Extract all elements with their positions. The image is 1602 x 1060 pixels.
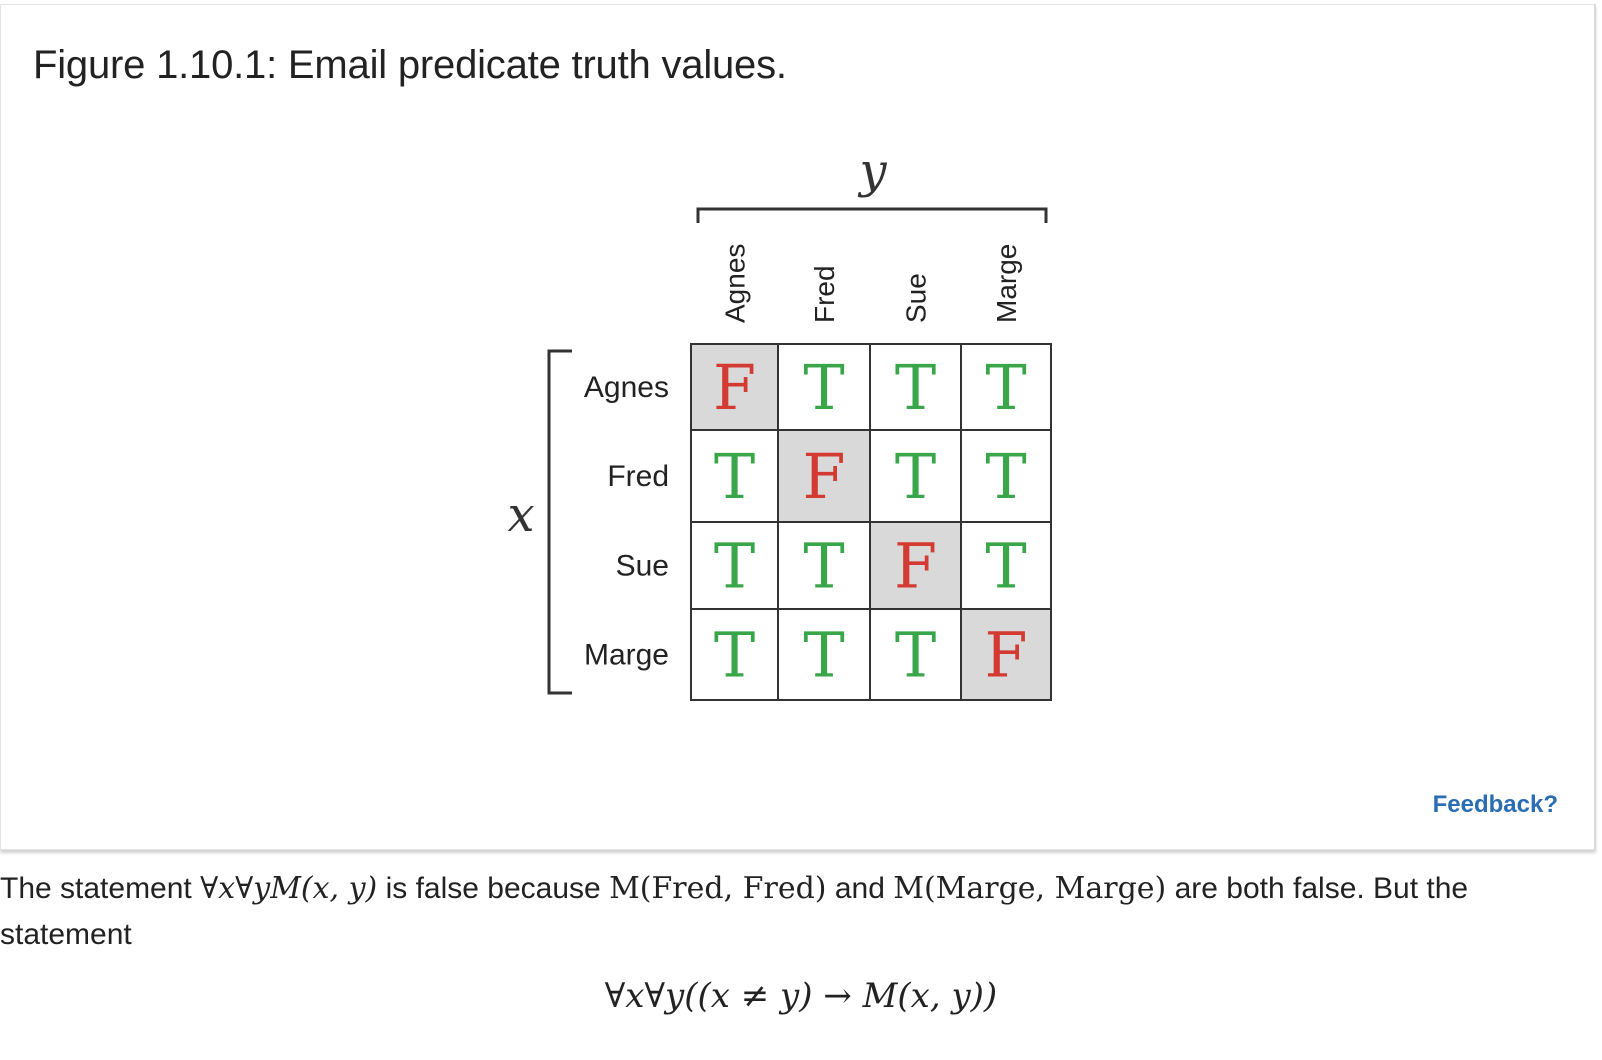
row-header-agnes: Agnes bbox=[584, 371, 669, 404]
truth-cell bbox=[690, 608, 779, 701]
text-run: The statement bbox=[0, 872, 201, 905]
truth-value-true: T bbox=[895, 619, 936, 692]
truth-cell bbox=[777, 521, 871, 610]
truth-cell bbox=[869, 608, 962, 701]
column-headers: Agnes Fred Sue Marge bbox=[720, 244, 1023, 323]
column-header-agnes: Agnes bbox=[720, 244, 751, 323]
row-header-fred: Fred bbox=[607, 460, 669, 493]
figure-card: Figure 1.10.1: Email predicate truth val… bbox=[0, 4, 1596, 850]
truth-value-true: T bbox=[714, 440, 755, 513]
column-header-fred: Fred bbox=[809, 265, 840, 323]
truth-value-false: F bbox=[984, 619, 1027, 692]
truth-cell bbox=[690, 521, 779, 610]
truth-cell bbox=[960, 608, 1052, 701]
math-marge-marge: M(Marge, Marge) bbox=[893, 871, 1167, 906]
text-run: are both false. But the statement bbox=[0, 872, 1469, 951]
x-axis-label: x bbox=[507, 487, 534, 543]
truth-value-true: T bbox=[803, 351, 844, 424]
truth-value-true: T bbox=[714, 619, 755, 692]
display-equation: ∀x∀y((x ≠ y) → M(x, y)) bbox=[604, 976, 998, 1016]
truth-value-true: T bbox=[803, 530, 844, 603]
truth-cell bbox=[777, 343, 871, 431]
truth-value-true: T bbox=[985, 530, 1026, 603]
truth-value-true: T bbox=[985, 440, 1026, 513]
math-fred-fred: M(Fred, Fred) bbox=[609, 871, 827, 906]
column-header-sue: Sue bbox=[901, 273, 932, 323]
math-forall-statement: ∀x∀yM(x, y) bbox=[200, 871, 378, 906]
column-header-marge: Marge bbox=[991, 244, 1022, 323]
y-brace bbox=[696, 207, 1048, 223]
truth-value-true: T bbox=[714, 530, 755, 603]
text-run: is false because bbox=[377, 872, 610, 905]
truth-value-true: T bbox=[895, 351, 936, 424]
figure-caption: Figure 1.10.1: Email predicate truth val… bbox=[33, 43, 787, 87]
y-axis-label: y bbox=[857, 143, 887, 199]
truth-value-true: T bbox=[985, 351, 1026, 424]
row-header-sue: Sue bbox=[616, 550, 669, 583]
truth-value-false: F bbox=[894, 530, 937, 603]
row-header-marge: Marge bbox=[584, 639, 669, 672]
truth-value-false: F bbox=[713, 351, 756, 424]
truth-cell bbox=[960, 429, 1052, 523]
truth-value-false: F bbox=[802, 440, 845, 513]
feedback-link[interactable]: Feedback? bbox=[1432, 791, 1558, 818]
truth-cell bbox=[869, 343, 962, 431]
truth-cell bbox=[690, 343, 779, 431]
text-run: and bbox=[826, 872, 894, 905]
truth-value-true: T bbox=[895, 440, 936, 513]
paragraph: The statement ∀x∀yM(x, y) is false becau… bbox=[0, 866, 1560, 958]
truth-cell bbox=[777, 608, 871, 701]
x-brace bbox=[547, 349, 572, 695]
truth-cell bbox=[960, 521, 1052, 610]
truth-value-true: T bbox=[803, 619, 844, 692]
